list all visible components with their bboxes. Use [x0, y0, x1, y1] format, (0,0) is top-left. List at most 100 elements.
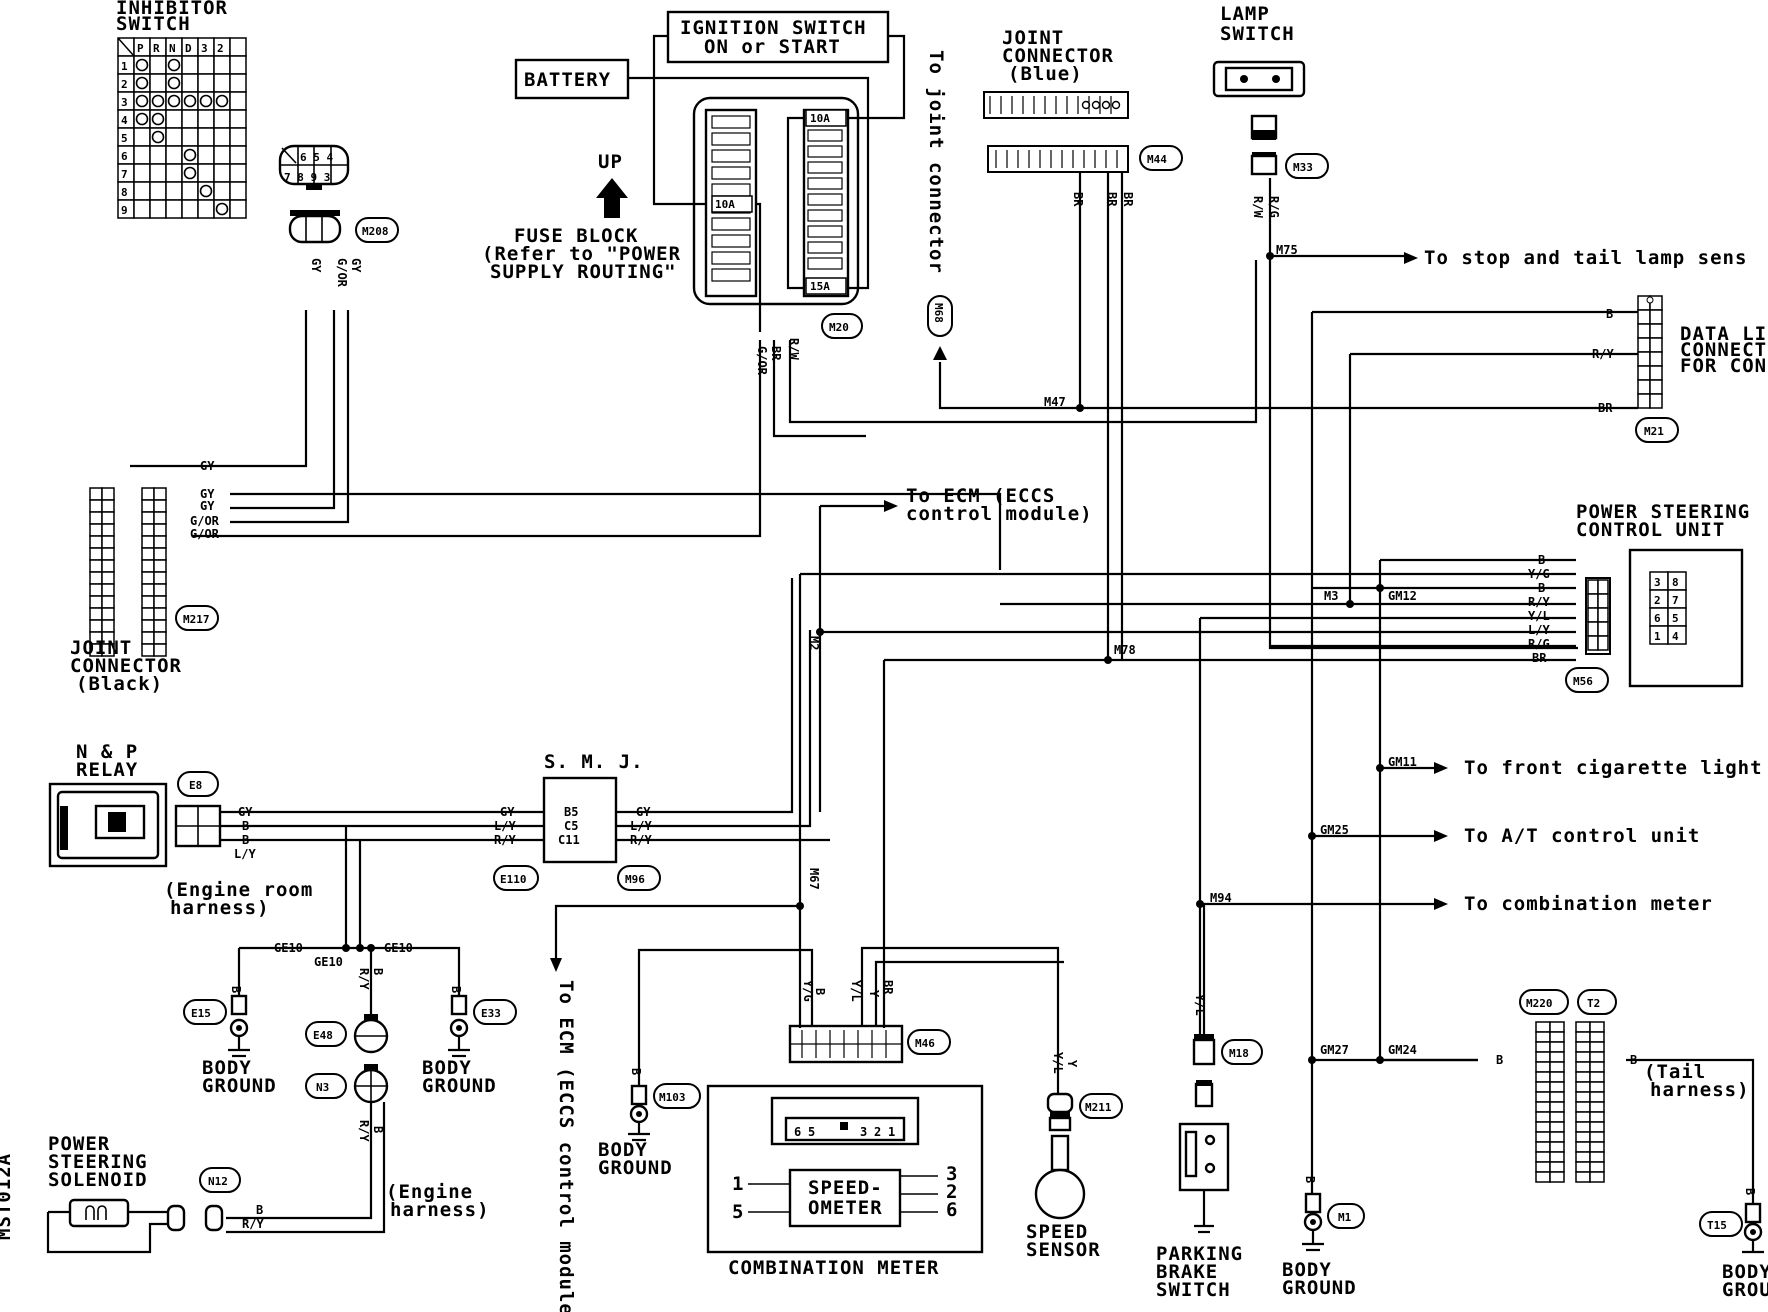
svg-text:POWER STEERING: POWER STEERING	[1576, 501, 1750, 523]
svg-text:harness): harness)	[1650, 1079, 1750, 1101]
connector-m208: M208	[355, 217, 399, 243]
diagram-code: MST012A	[0, 1153, 15, 1240]
svg-text:M96: M96	[625, 873, 645, 886]
svg-text:GM25: GM25	[1320, 823, 1349, 837]
svg-text:LAMP: LAMP	[1220, 3, 1270, 25]
svg-text:PARKING: PARKING	[1156, 1243, 1243, 1265]
svg-text:SPEED-: SPEED-	[808, 1177, 883, 1199]
svg-text:GROUND: GROUND	[202, 1075, 277, 1097]
plug-pins-bottom: 7 8 9 3	[284, 171, 330, 184]
wire-label-g-or: G/OR	[335, 258, 349, 288]
smj-connector: S. M. J. B5 C5 C11 GY L/Y R/Y GY L/Y R/Y…	[493, 751, 661, 891]
data-link-connector: DATA LIN CONNECT FOR CON M21 B R/Y BR	[1592, 295, 1768, 443]
connector-m103: M103	[653, 1083, 701, 1109]
svg-text:GROUND: GROUND	[1282, 1277, 1357, 1299]
svg-text:BODY: BODY	[1722, 1261, 1768, 1283]
svg-text:N3: N3	[316, 1081, 329, 1094]
parking-brake-switch: M18 PARKING BRAKE SWITCH Y/L	[1156, 994, 1263, 1301]
svg-text:C5: C5	[564, 819, 578, 833]
power-steering-solenoid: POWER STEERING SOLENOID N12 B R/Y (Engin…	[48, 1133, 489, 1232]
svg-text:M44: M44	[1147, 153, 1167, 166]
svg-text:G/OR: G/OR	[755, 346, 769, 376]
psu-pin-label: 4	[1672, 630, 1679, 643]
svg-text:SOLENOID: SOLENOID	[48, 1169, 148, 1191]
svg-text:B: B	[256, 1203, 263, 1217]
battery: BATTERY	[514, 58, 630, 100]
svg-text:COMBINATION METER: COMBINATION METER	[728, 1257, 939, 1279]
psu-pin-label: 3	[1654, 576, 1661, 589]
svg-text:M56: M56	[1573, 675, 1593, 688]
svg-text:M20: M20	[829, 321, 849, 334]
svg-text:CONTROL UNIT: CONTROL UNIT	[1576, 519, 1725, 541]
plug-pins-top: 6 5 4	[300, 151, 333, 164]
svg-text:M1: M1	[1338, 1211, 1352, 1224]
ignition-switch: IGNITION SWITCH ON or START	[666, 10, 890, 64]
up-arrow: UP	[596, 151, 628, 218]
inhibitor-switch-title: INHIBITOR	[116, 0, 228, 19]
connector-m211: M211	[1079, 1093, 1123, 1119]
svg-text:M46: M46	[915, 1037, 935, 1050]
connector-e33: E33	[473, 999, 517, 1025]
connector-t2: T2	[1577, 989, 1617, 1015]
svg-text:C11: C11	[558, 833, 580, 847]
to-joint-connector-note: To joint connector M68	[925, 50, 953, 360]
inhibitor-row-cell: 5	[121, 132, 128, 145]
svg-text:IGNITION SWITCH: IGNITION SWITCH	[680, 17, 867, 39]
svg-text:harness): harness)	[170, 897, 270, 919]
inhibitor-row-cell: 2	[121, 78, 128, 91]
inhibitor-row-cell: 1	[121, 60, 128, 73]
wires	[46, 34, 1755, 1254]
connector-m96: M96	[617, 865, 661, 891]
svg-text:1: 1	[732, 1173, 744, 1195]
svg-text:M67: M67	[807, 868, 821, 890]
svg-text:CONNECTOR: CONNECTOR	[1002, 45, 1114, 67]
connector-e48: E48	[305, 1021, 347, 1047]
inhibitor-header-cell: R	[153, 42, 160, 55]
svg-text:BR: BR	[1071, 192, 1085, 207]
engine-grounds: E15 BODY GROUND E33 BODY GROUND E48 N3 R…	[183, 941, 517, 1142]
svg-text:M47: M47	[1044, 395, 1066, 409]
svg-text:GM11: GM11	[1388, 755, 1417, 769]
svg-text:SUPPLY ROUTING": SUPPLY ROUTING"	[490, 261, 677, 283]
svg-text:(Engine room: (Engine room	[164, 879, 313, 901]
svg-text:(Refer to "POWER: (Refer to "POWER	[482, 243, 681, 265]
svg-text:E33: E33	[481, 1007, 501, 1020]
inhibitor-row-cell: 6	[121, 150, 128, 163]
svg-text:G/OR: G/OR	[190, 514, 220, 528]
svg-text:3: 3	[946, 1163, 958, 1185]
connector-m220: M220	[1519, 989, 1569, 1015]
connector-t15: T15	[1699, 1211, 1743, 1237]
svg-text:Y: Y	[867, 990, 881, 998]
to-at-control-unit-note: To A/T control unit	[1464, 825, 1700, 847]
inhibitor-row-cell: 4	[121, 114, 128, 127]
svg-text:GROUND: GROUND	[1722, 1279, 1768, 1301]
svg-text:DATA LIN: DATA LIN	[1680, 323, 1768, 345]
psu-pin-label: 6	[1654, 612, 1661, 625]
svg-text:CONNECTOR: CONNECTOR	[70, 655, 182, 677]
svg-text:M208: M208	[362, 225, 389, 238]
svg-text:(Engine: (Engine	[386, 1181, 473, 1203]
svg-text:GROUND: GROUND	[598, 1157, 673, 1179]
inhibitor-row-cell: 9	[121, 204, 128, 217]
inhibitor-row-cell: 7	[121, 168, 128, 181]
svg-text:(Tail: (Tail	[1644, 1061, 1706, 1083]
svg-text:FUSE BLOCK: FUSE BLOCK	[514, 225, 638, 247]
svg-text:B: B	[1743, 1188, 1757, 1195]
svg-text:5: 5	[732, 1201, 744, 1223]
svg-text:OMETER: OMETER	[808, 1197, 883, 1219]
svg-text:B: B	[1303, 1176, 1317, 1183]
junction-dots	[342, 252, 1384, 1064]
svg-text:M103: M103	[659, 1091, 686, 1104]
svg-text:N & P: N & P	[76, 741, 138, 763]
svg-text:B: B	[1606, 307, 1613, 321]
svg-text:UP: UP	[598, 151, 623, 173]
svg-text:BODY: BODY	[422, 1057, 472, 1079]
psu-pin-label: 8	[1672, 576, 1679, 589]
connector-e15: E15	[183, 999, 227, 1025]
body-ground-m103: M103 BODY GROUND B	[598, 1068, 701, 1179]
psu-pin-label: 7	[1672, 594, 1679, 607]
psu-pin-label: 5	[1672, 612, 1679, 625]
svg-text:L/Y: L/Y	[234, 847, 256, 861]
